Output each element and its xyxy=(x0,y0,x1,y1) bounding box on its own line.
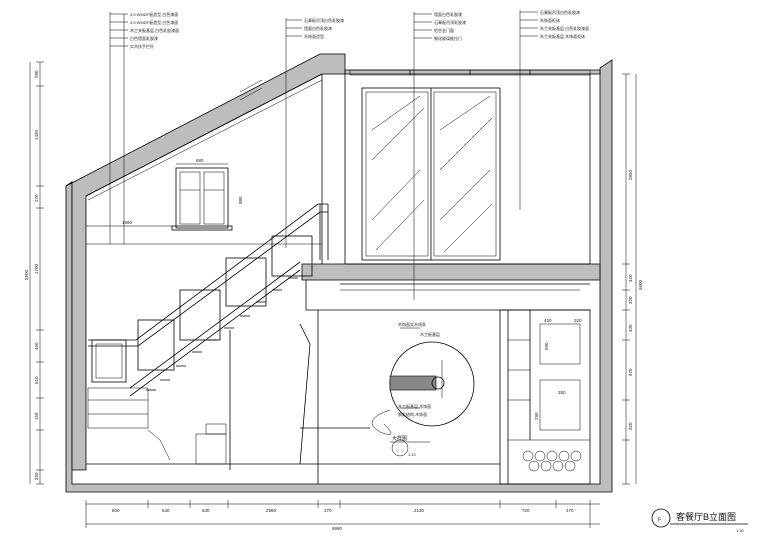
annotations-left: 4.0 WMDF板造型,白色漆面 4.0 WMDF板造型,白色漆面 木工夹板基层… xyxy=(109,11,179,244)
cabinet-dim-label: 320 xyxy=(574,318,582,323)
mid-dimension-line: 1990 xyxy=(86,220,322,245)
drawing-title: 客餐厅B立面图 xyxy=(676,511,736,522)
left-dimension-chain: 280 1420 270 1700 450 510 150 250 5800 xyxy=(24,61,44,485)
glass-sliding-door xyxy=(345,74,591,265)
title-marker: F xyxy=(658,517,661,523)
annotations-right: 石膏板吊顶白色乳胶漆 木饰面柜体 木工夹板基层,白色乳胶漆面 木工夹板基层,木饰… xyxy=(519,9,589,210)
left-total-label: 5800 xyxy=(24,269,29,280)
left-dim-label: 150 xyxy=(34,412,39,420)
annotation-text: 木工夹板基层,白色乳胶漆面 xyxy=(540,25,589,31)
left-dim-label: 250 xyxy=(34,472,39,480)
cabinet: 420 320 350 590 290 xyxy=(499,309,591,485)
window-height-label: 880 xyxy=(238,196,243,204)
annotation-text: 木工夹板基层,白色乳胶漆面 xyxy=(130,27,179,33)
lower-level xyxy=(86,280,590,484)
bottom-dim-label: 370 xyxy=(324,508,332,513)
bottom-dim-label: 800 xyxy=(112,508,120,513)
mid-dim-label: 1990 xyxy=(122,220,133,225)
small-window: 680 880 xyxy=(171,158,243,231)
staircase xyxy=(87,203,329,470)
detail-annotation: 木饰面实木线条 xyxy=(398,321,426,327)
sloped-ceiling xyxy=(85,73,346,264)
detail-annotation: 木工板基层,木饰面 xyxy=(398,403,431,409)
annotations-center: 墙面白色乳胶漆 石膏板吊顶乳胶漆 铝合金门窗 钢化玻璃推拉门 xyxy=(413,11,466,300)
detail-callout: 大样图 1:10 木饰面实木线条 木工板基层 木工板基层,木饰面 钢架结构,木饰… xyxy=(371,321,475,457)
title-block: F 客餐厅B立面图 1:30 xyxy=(651,508,748,533)
annotation-text: 木工夹板基层,木饰面柜体 xyxy=(540,33,585,39)
ceiling-beams xyxy=(239,69,591,101)
left-dim-label: 280 xyxy=(34,70,39,78)
right-total-label: 5600 xyxy=(638,279,643,290)
annotation-text: 铝合金门窗 xyxy=(434,27,454,33)
left-dim-label: 1420 xyxy=(34,129,39,140)
annotation-text: 4.0 WMDF板造型,白色漆面 xyxy=(130,19,178,25)
annotation-text: 石膏板吊顶白色乳胶漆 xyxy=(304,17,344,23)
left-dim-label: 1700 xyxy=(34,263,39,274)
annotation-text: 钢化玻璃推拉门 xyxy=(434,35,462,41)
bottom-dim-label: 2960 xyxy=(266,508,277,513)
left-dim-label: 510 xyxy=(34,376,39,384)
annotation-text: 木饰面造型 xyxy=(304,33,324,39)
annotation-text: 实木扶手栏杆 xyxy=(130,43,154,49)
annotation-text: 木饰面柜体 xyxy=(540,17,560,23)
left-dim-label: 450 xyxy=(34,342,39,350)
right-dim-label: 320 xyxy=(628,422,633,430)
cabinet-dim-label: 590 xyxy=(544,342,549,350)
bottom-total-label: 6990 xyxy=(332,526,343,531)
right-dim-label: 430 xyxy=(628,324,633,332)
cabinet-dim-label: 420 xyxy=(544,318,552,323)
annotation-text: 墙面白色乳胶漆 xyxy=(434,11,462,17)
right-dimension-chain: 2850 420 320 430 570 320 5600 xyxy=(622,73,643,485)
bottom-dim-label: 630 xyxy=(202,508,210,513)
right-dim-label: 320 xyxy=(628,296,633,304)
left-dim-label: 270 xyxy=(34,194,39,202)
detail-label: 大样图 xyxy=(392,435,407,442)
right-dim-label: 2850 xyxy=(628,169,633,180)
annotation-text: 石膏板吊顶白色乳胶漆 xyxy=(540,9,580,15)
cabinet-dim-label: 350 xyxy=(558,390,566,395)
right-dim-label: 570 xyxy=(628,368,633,376)
bottom-dim-label: 2130 xyxy=(414,508,425,513)
annotation-text: 墙面白色乳胶漆 xyxy=(304,25,332,31)
bottom-dimension-chain: 800 540 630 2960 370 2130 720 470 6990 xyxy=(85,500,600,531)
bottom-dim-label: 470 xyxy=(566,508,574,513)
annotations-mid: 石膏板吊顶白色乳胶漆 墙面白色乳胶漆 木饰面造型 xyxy=(285,17,344,248)
annotation-text: 石膏板吊顶乳胶漆 xyxy=(434,19,466,25)
cabinet-dim-label: 290 xyxy=(534,412,539,420)
detail-annotation: 木工板基层 xyxy=(420,331,440,337)
wall-section xyxy=(65,53,613,493)
annotation-text: 4.0 WMDF板造型,白色漆面 xyxy=(130,11,178,17)
detail-annotation: 钢架结构,木饰面 xyxy=(398,411,427,417)
bottom-dim-label: 720 xyxy=(522,508,530,513)
window-width-label: 680 xyxy=(196,158,204,163)
drawing-scale: 1:30 xyxy=(736,528,745,533)
right-dim-label: 420 xyxy=(628,274,633,282)
detail-scale: 1:10 xyxy=(408,452,417,457)
annotation-text: 白色墙面乳胶漆 xyxy=(130,35,158,41)
bottom-dim-label: 540 xyxy=(162,508,170,513)
